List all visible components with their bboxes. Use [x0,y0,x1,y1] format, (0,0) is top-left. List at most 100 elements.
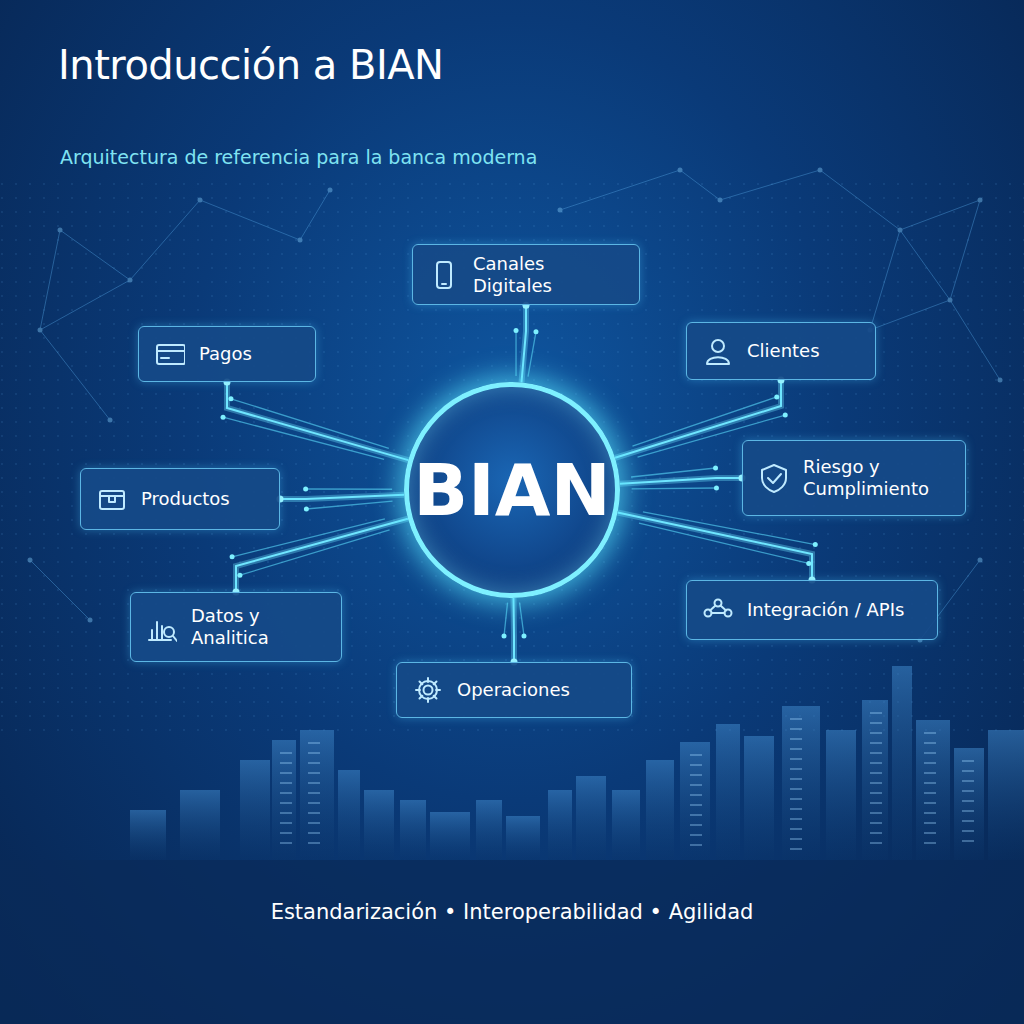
trace-dot [514,328,519,333]
person-icon [703,336,733,366]
chart-icon [147,612,177,642]
window-strip [962,770,974,772]
domain-box: Pagos [138,326,316,382]
text-group: Pagos [199,343,252,365]
window-strip [870,832,882,834]
window-strip [308,812,320,814]
mesh-dot [198,198,203,203]
trace-dot [221,415,226,420]
mesh-dot [88,618,93,623]
mesh-line [130,200,200,280]
window-strip [280,832,292,834]
connector-group [221,379,409,461]
circuit-connector [521,305,526,382]
window-strip [962,760,974,762]
window-strip [308,762,320,764]
connector-glow [620,478,742,484]
mesh-dot [678,168,683,173]
window-strip [870,822,882,824]
window-strip [280,762,292,764]
mesh-line [720,170,820,200]
mesh-line [870,230,900,330]
window-strip [308,832,320,834]
domain-box: Operaciones [396,662,632,718]
window-strip [790,768,802,770]
circuit-trace [306,501,392,509]
circuit-connector [512,598,515,662]
connector-group [618,512,818,584]
window-strip [870,722,882,724]
window-strip [690,754,702,756]
trace-dot [713,466,718,471]
circuit-trace [520,603,524,636]
mesh-line [560,170,680,210]
circuit-trace [632,487,717,489]
domain-box: Canales Digitales [412,244,640,305]
text-group: Canales Digitales [473,253,623,296]
footer-caption: Estandarización • Interoperabilidad • Ag… [0,900,1024,924]
window-strip [790,758,802,760]
mesh-dot [328,188,333,193]
connector-glow [510,598,517,662]
box-label: Clientes [747,340,820,362]
window-strip [962,790,974,792]
circuit-connector [227,382,408,460]
window-strip [924,842,936,844]
window-strip [924,782,936,784]
box-label: Pagos [199,343,252,365]
window-strip [870,732,882,734]
mesh-dot [58,228,63,233]
window-strip [790,788,802,790]
glow-rule [0,860,1024,863]
mesh-dot [558,208,563,213]
hub-label: BIAN [413,448,611,532]
window-strip [308,782,320,784]
window-strip [924,752,936,754]
mesh-dot [38,328,43,333]
circuit-trace [631,468,715,477]
trace-dot [228,396,233,401]
mesh-dot [818,168,823,173]
window-strip [962,780,974,782]
window-strip [690,784,702,786]
mesh-dot [978,198,983,203]
window-strip [870,752,882,754]
mesh-dot [948,298,953,303]
connector-group [514,302,539,383]
mesh-line [820,170,900,230]
text-group: BIAN [413,448,611,532]
connector-group [620,466,746,491]
mesh-line [950,200,980,300]
window-strip [870,712,882,714]
window-strip [924,772,936,774]
network-mesh [28,168,1003,643]
window-strip [308,752,320,754]
connector-glow [227,382,408,460]
window-strip [962,830,974,832]
shield-icon [759,463,789,493]
window-strip [924,822,936,824]
trace-dot [813,542,818,547]
trace-dot [304,506,309,511]
text-group: Integración / APIs [747,599,904,621]
mesh-line [680,170,720,200]
window-strip [924,742,936,744]
box-label: Riesgo y Cumplimiento [803,456,949,499]
window-strip [870,762,882,764]
window-strip [790,778,802,780]
trace-dot [237,573,242,578]
window-strip [280,792,292,794]
window-strip [962,840,974,842]
mesh-line [300,190,330,240]
window-strip [690,824,702,826]
window-strip [790,818,802,820]
mesh-dot [298,238,303,243]
window-strip [280,812,292,814]
connector-glow [618,513,812,580]
window-strip [870,842,882,844]
window-strip [280,772,292,774]
window-strip [790,798,802,800]
window-strip [308,842,320,844]
window-strip [308,772,320,774]
circuit-trace [643,512,815,545]
